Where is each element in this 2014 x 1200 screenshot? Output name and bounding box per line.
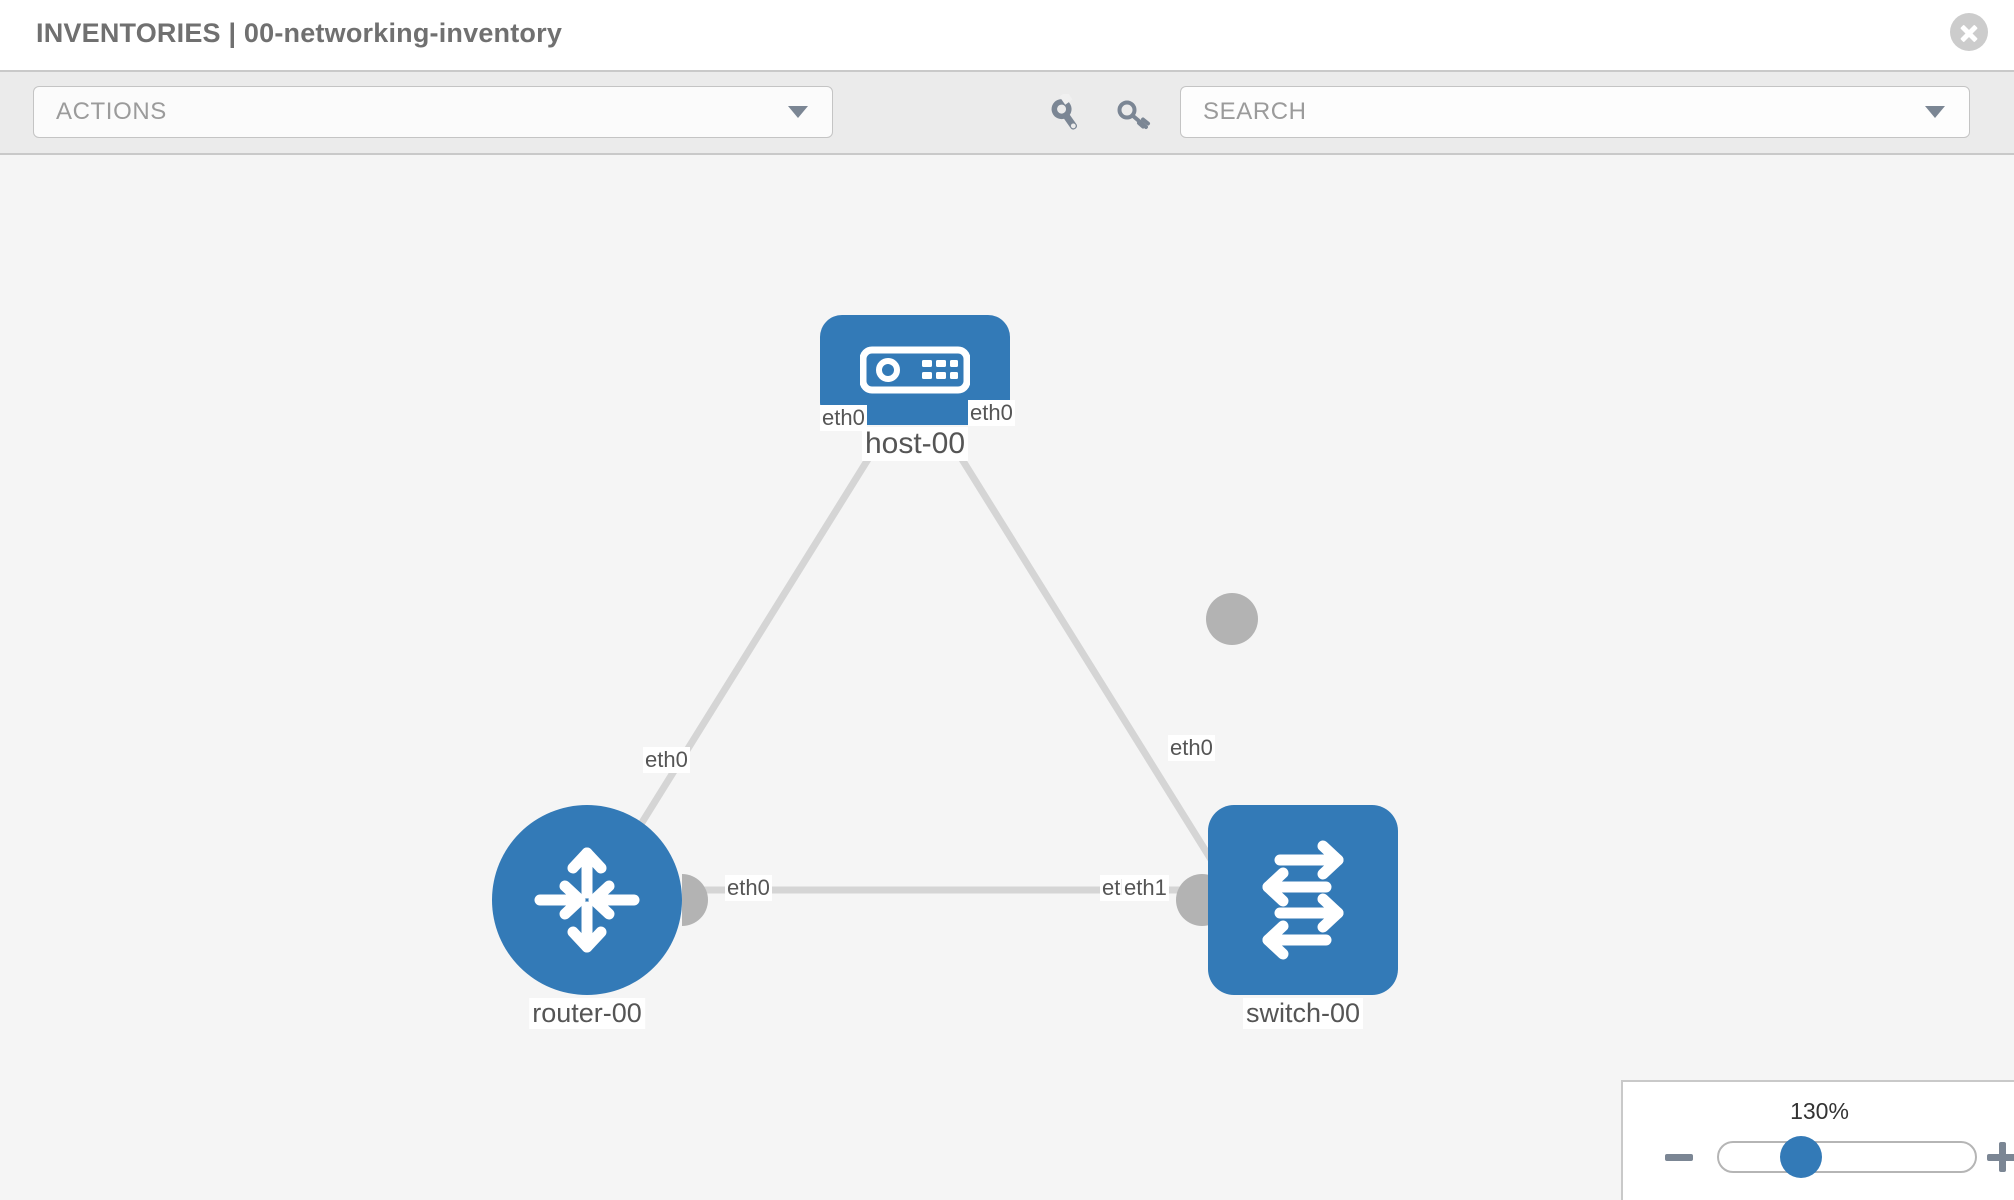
zoom-slider-thumb[interactable] xyxy=(1780,1136,1822,1178)
topology-ports xyxy=(682,347,1258,926)
actions-dropdown[interactable]: ACTIONS xyxy=(33,86,833,138)
close-icon[interactable] xyxy=(1950,13,1988,51)
if-label-switch-to-host: eth0 xyxy=(1168,735,1215,761)
key-icon[interactable] xyxy=(1113,94,1153,134)
node-router-00-label: router-00 xyxy=(529,998,645,1029)
if-label-host-left: eth0 xyxy=(820,405,867,431)
if-label-host-right: eth0 xyxy=(968,400,1015,426)
zoom-slider-track[interactable] xyxy=(1717,1141,1977,1173)
port-router-right xyxy=(682,874,708,926)
chevron-down-icon xyxy=(788,106,808,118)
topology-canvas[interactable]: host-00 router-00 xyxy=(0,155,2014,1200)
node-switch-00-shape xyxy=(1208,805,1398,995)
wrench-icon[interactable] xyxy=(1045,91,1085,134)
node-router-00[interactable]: router-00 xyxy=(492,805,682,1029)
chevron-down-icon xyxy=(1925,106,1945,118)
zoom-control[interactable]: 130% xyxy=(1621,1080,2014,1200)
toolbar: ACTIONS SEARCH xyxy=(0,70,2014,155)
router-arrows-icon xyxy=(534,847,640,953)
topology-links xyxy=(596,436,1234,894)
node-switch-00[interactable]: switch-00 xyxy=(1208,805,1398,1029)
if-label-router-right: eth0 xyxy=(725,875,772,901)
zoom-in-icon-vertical xyxy=(1998,1142,2006,1172)
page-title: INVENTORIES | 00-networking-inventory xyxy=(36,18,563,48)
page-header: INVENTORIES | 00-networking-inventory xyxy=(0,0,2014,70)
if-label-router-to-host: eth0 xyxy=(643,747,690,773)
if-label-switch-left-b: eth1 xyxy=(1122,875,1169,901)
actions-dropdown-value: ACTIONS xyxy=(56,98,167,125)
topology-graph xyxy=(596,347,1258,926)
link-router-host xyxy=(596,436,884,894)
node-host-00-label: host-00 xyxy=(861,427,969,461)
zoom-level-label: 130% xyxy=(1790,1098,1849,1124)
port-switch-top xyxy=(1206,593,1258,645)
wrench-icon-svg xyxy=(1051,91,1078,130)
search-input[interactable]: SEARCH xyxy=(1180,86,1970,138)
node-router-00-shape xyxy=(492,805,682,995)
node-switch-00-label: switch-00 xyxy=(1242,998,1364,1029)
link-host-switch xyxy=(946,436,1234,894)
key-icon-svg xyxy=(1117,100,1150,129)
zoom-out-button[interactable] xyxy=(1665,1154,1693,1161)
search-placeholder: SEARCH xyxy=(1203,98,1307,125)
zoom-in-button[interactable] xyxy=(1987,1142,2014,1172)
server-icon xyxy=(860,346,970,394)
switch-arrows-icon xyxy=(1262,840,1344,960)
